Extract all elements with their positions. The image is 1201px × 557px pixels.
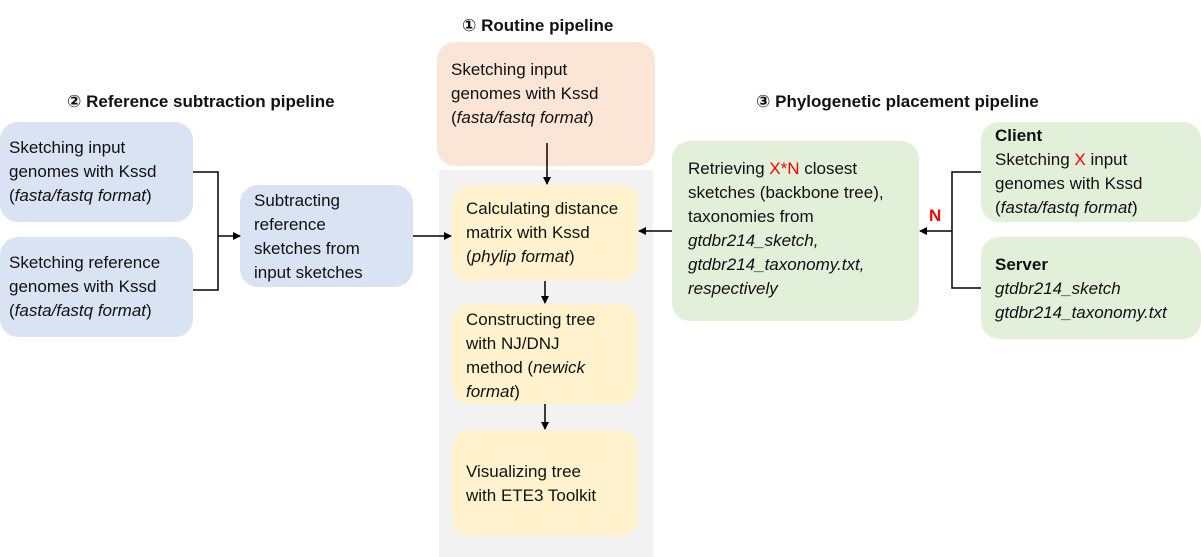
visualize-tree-box: Visualizing tree with ETE3 Toolkit <box>452 430 638 536</box>
reference-sketch-input-box: Sketching input genomes with Kssd (fasta… <box>0 122 193 222</box>
retrieve-closest-sketches-box: Retrieving X*N closest sketches (backbon… <box>672 141 919 321</box>
heading-reference-subtraction-pipeline: ② Reference subtraction pipeline <box>67 92 335 111</box>
heading-phylogenetic-placement-pipeline: ③ Phylogenetic placement pipeline <box>756 92 1039 111</box>
subtract-reference-box: Subtracting reference sketches from inpu… <box>240 185 413 287</box>
n-label: N <box>929 206 942 225</box>
heading-routine-pipeline: ① Routine pipeline <box>462 16 614 35</box>
routine-sketch-input-box: Sketching input genomes with Kssd (fasta… <box>437 42 655 166</box>
reference-sketch-reference-box: Sketching reference genomes with Kssd (f… <box>0 237 193 337</box>
server-box: Server gtdbr214_sketch gtdbr214_taxonomy… <box>981 237 1201 339</box>
calc-distance-matrix-box: Calculating distance matrix with Kssd (p… <box>452 185 638 281</box>
construct-tree-box: Constructing tree with NJ/DNJ method (ne… <box>452 304 638 404</box>
phylo-bracket <box>951 171 981 289</box>
client-box: Client Sketching X input genomes with Ks… <box>981 122 1201 222</box>
reference-bracket <box>193 171 219 291</box>
